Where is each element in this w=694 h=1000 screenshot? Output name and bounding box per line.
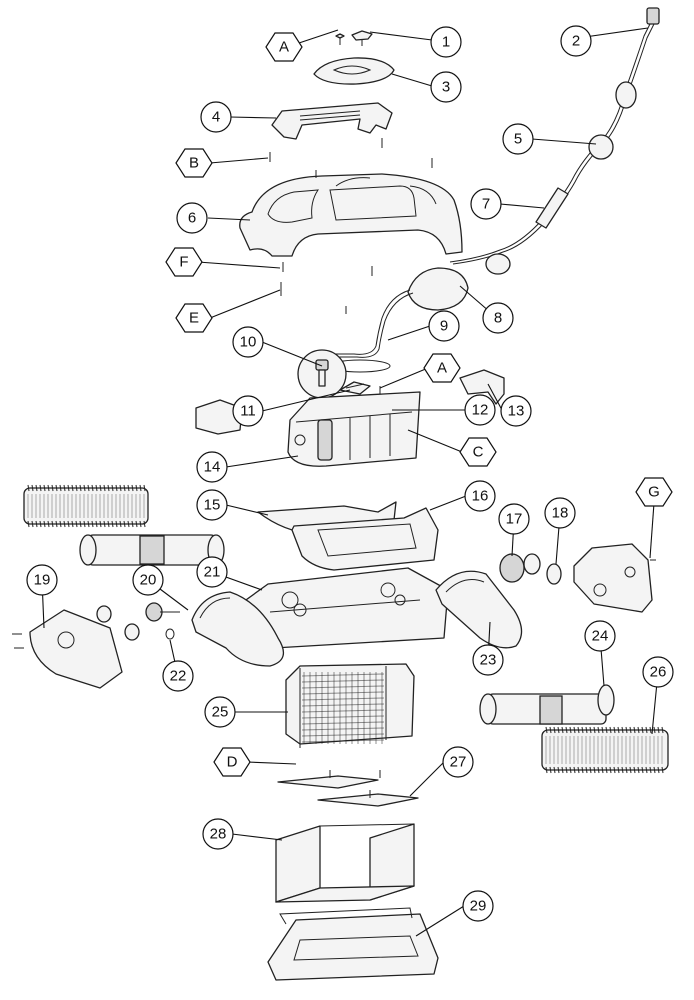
part-27-clips: [277, 770, 419, 807]
part-2-5-7-cable-assembly: [449, 7, 660, 275]
part-25-filter-basket: [285, 663, 415, 748]
callout-number-11: 11: [232, 395, 264, 427]
callouts: A B F E A C G D 1 2: [26, 25, 674, 922]
callout-letter-a-mid: A: [423, 353, 461, 383]
svg-text:26: 26: [650, 664, 667, 681]
svg-text:17: 17: [506, 511, 523, 528]
svg-text:13: 13: [508, 403, 525, 420]
svg-text:F: F: [179, 254, 188, 271]
svg-text:18: 18: [552, 505, 569, 522]
svg-text:11: 11: [240, 403, 256, 420]
callout-number-9: 9: [428, 310, 460, 342]
track-left: [191, 591, 285, 667]
callout-number-14: 14: [196, 451, 228, 483]
part-10-cable-gland-detail: [297, 349, 347, 399]
part-21-chassis: [231, 567, 449, 649]
callout-number-16: 16: [464, 480, 496, 512]
callout-number-8: 8: [482, 302, 514, 334]
callout-letter-b: B: [175, 148, 213, 178]
svg-text:14: 14: [204, 459, 221, 476]
svg-text:16: 16: [472, 488, 489, 505]
callout-number-23: 23: [472, 644, 504, 676]
part-1-cap-screws: [335, 30, 373, 46]
callout-letter-e: E: [175, 303, 213, 333]
callout-number-24: 24: [584, 620, 616, 652]
callout-number-3: 3: [430, 71, 462, 103]
callout-number-19: 19: [26, 564, 58, 596]
part-14-motor-unit: [287, 391, 421, 467]
part-29-caddy: [267, 907, 439, 981]
callout-number-5: 5: [502, 123, 534, 155]
svg-text:E: E: [189, 310, 199, 327]
callout-number-22: 22: [162, 660, 194, 692]
callout-number-21: 21: [196, 556, 228, 588]
brush-upper-left: [23, 484, 149, 528]
svg-text:20: 20: [140, 572, 157, 589]
part-15-16-inlet-frame: [257, 501, 439, 571]
svg-text:22: 22: [170, 668, 187, 685]
svg-text:23: 23: [480, 652, 497, 669]
svg-text:7: 7: [482, 196, 490, 213]
svg-text:25: 25: [212, 704, 229, 721]
svg-text:15: 15: [204, 497, 221, 514]
callout-number-29: 29: [462, 890, 494, 922]
part-4-handle: [271, 102, 393, 140]
callout-letter-c: C: [459, 437, 497, 467]
svg-text:28: 28: [210, 826, 227, 843]
callout-number-26: 26: [642, 656, 674, 688]
svg-text:24: 24: [592, 628, 609, 645]
callout-number-18: 18: [544, 497, 576, 529]
track-right: [435, 570, 523, 649]
svg-text:G: G: [648, 484, 660, 501]
svg-text:29: 29: [470, 898, 487, 915]
callout-number-27: 27: [442, 746, 474, 778]
roller-right-axle: [479, 684, 615, 725]
svg-text:A: A: [279, 39, 289, 56]
callout-number-10: 10: [232, 326, 264, 358]
callout-number-4: 4: [200, 101, 232, 133]
part-6-top-cover: [239, 173, 463, 257]
part-3-top-plate: [313, 57, 395, 85]
callout-number-1: 1: [430, 26, 462, 58]
part-28-stand: [275, 823, 415, 903]
svg-text:C: C: [473, 444, 484, 461]
svg-text:19: 19: [34, 572, 51, 589]
part-19-22-left-drive: [12, 602, 180, 689]
callout-number-2: 2: [560, 25, 592, 57]
svg-text:B: B: [189, 155, 199, 172]
svg-text:6: 6: [188, 210, 196, 227]
screws-b-e-f: [269, 138, 433, 314]
svg-text:D: D: [227, 754, 238, 771]
svg-text:10: 10: [240, 334, 257, 351]
svg-text:21: 21: [204, 564, 221, 581]
callout-number-6: 6: [176, 202, 208, 234]
callout-letter-f: F: [165, 247, 203, 277]
part-13-motor-caps: [195, 369, 505, 435]
brush-lower-right: [541, 726, 669, 774]
callout-number-12: 12: [464, 394, 496, 426]
svg-text:9: 9: [440, 318, 448, 335]
callout-number-20: 20: [132, 564, 164, 596]
svg-text:8: 8: [494, 310, 502, 327]
svg-text:A: A: [437, 360, 447, 377]
callout-number-15: 15: [196, 489, 228, 521]
svg-text:2: 2: [572, 33, 580, 50]
callout-number-7: 7: [470, 188, 502, 220]
svg-text:4: 4: [212, 109, 220, 126]
callout-letter-a-top: A: [265, 32, 303, 62]
callout-number-25: 25: [204, 696, 236, 728]
svg-text:1: 1: [442, 34, 450, 51]
svg-text:27: 27: [450, 754, 467, 771]
svg-text:5: 5: [514, 131, 522, 148]
part-17-18-right-drive: [499, 543, 656, 613]
svg-text:12: 12: [472, 402, 489, 419]
callout-letter-g: G: [635, 477, 673, 507]
callout-number-17: 17: [498, 503, 530, 535]
callout-letter-d: D: [213, 747, 251, 777]
callout-number-28: 28: [202, 818, 234, 850]
callout-number-13: 13: [500, 395, 532, 427]
svg-text:3: 3: [442, 79, 450, 96]
